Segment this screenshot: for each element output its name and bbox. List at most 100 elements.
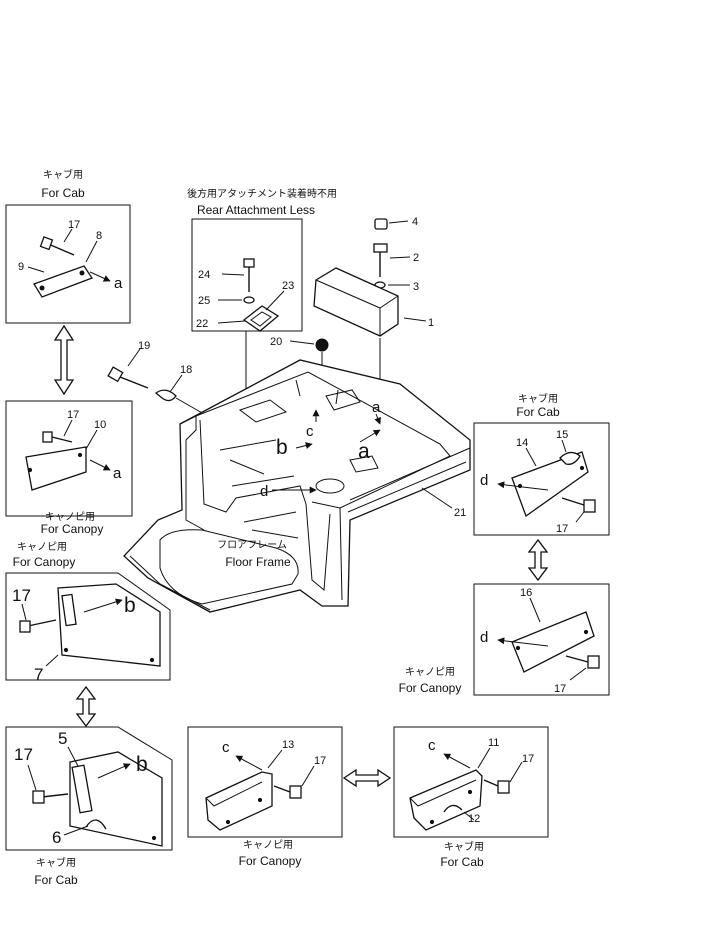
bolt-head [289,785,302,799]
part-number: 1 [428,317,434,329]
caption-jp: キャブ用 [43,168,83,181]
bolt-head [583,499,596,513]
part-number: 13 [282,739,294,751]
part-number: 16 [520,587,532,599]
cover-plate [25,446,87,491]
panel-frame [5,204,131,324]
caption-jp: キャノピ用 [17,541,67,553]
panel-frame [473,422,610,536]
ref-letter: d [480,472,488,489]
caption-jp: キャブ用 [444,840,484,853]
caption-jp: キャノピ用 [243,839,293,851]
part-number: 23 [282,280,294,292]
part-number: 5 [58,729,67,748]
part-number: 21 [454,507,466,519]
panel-cab-bottom-right: c 11 17 12 キャブ用 For Cab [393,726,549,869]
ref-letter: b [276,436,288,459]
panel-frame [473,583,610,696]
cover-plate [57,583,161,667]
part-number: 2 [413,252,419,264]
caption-en: For Cab [440,855,484,869]
ref-letter: a [113,465,122,482]
part-number: 4 [412,216,418,228]
ref-letter: d [260,483,268,500]
part-number: 9 [18,261,24,273]
part-number: 17 [68,219,80,231]
bolt-head [497,780,510,794]
swap-arrow-bottom [342,768,392,788]
caption-en: Floor Frame [225,555,291,569]
panel-cab-bottom-left: 17 5 b 6 キャブ用 For Cab [5,726,173,887]
cover-plate [205,771,273,831]
cover-plate [511,611,595,673]
ref-letter: c [222,739,230,756]
part-number: 19 [138,340,150,352]
swap-arrow-left-top [53,324,75,396]
ref-letter: d [480,629,488,646]
panel-canopy-right: 16 d 17 キャノピ用 For Canopy [399,583,610,696]
caption-jp: キャブ用 [518,392,558,405]
bolt-head [587,655,600,669]
part-number: 11 [488,737,499,749]
ref-letter: c [428,737,436,754]
caption-en: For Canopy [399,681,462,695]
panel-frame [5,400,133,517]
panel-frame [5,572,171,681]
part-number: 25 [198,295,210,307]
panel-canopy-mid-left: 17 10 a キャノピ用 For Canopy [5,400,133,536]
part-number: 17 [522,753,534,765]
ref-letter: a [114,275,123,292]
panel-frame [187,726,343,838]
part-number: 3 [413,281,419,293]
part-number: 10 [94,419,106,431]
part-number: 8 [96,230,102,242]
ref-letter: b [136,753,148,776]
ref-letter: c [306,423,314,440]
caption-en: For Cab [41,186,85,200]
part-number: 18 [180,364,192,376]
part-number: 20 [270,336,282,348]
part-number: 24 [198,269,210,281]
cover-plate [33,265,93,298]
caption-en: For Cab [516,405,560,419]
panel-frame [191,218,303,332]
panel-cab-right: キャブ用 For Cab 14 15 d 17 [473,392,610,536]
bolt-head [32,790,45,804]
floor-frame: c b a d a 21 フロアフレーム Floor Frame [123,359,471,613]
caption-en: For Canopy [239,854,302,868]
ref-letter: a [372,399,381,416]
swap-arrow-left-bottom [75,685,97,728]
bolt-head [42,431,53,443]
part-number: 6 [52,828,61,847]
caption-en: For Cab [34,873,78,887]
bolt-head [39,236,54,251]
part-number: 17 [314,755,326,767]
ref-letter: b [124,594,136,617]
panel-frame [5,726,173,851]
part-number: 17 [556,523,568,535]
swap-arrow-right [527,538,549,582]
panel-canopy-bottom-mid: c 13 17 キャノピ用 For Canopy [187,726,343,868]
part-number: 12 [468,813,480,825]
part-number: 22 [196,318,208,330]
part-number: 17 [554,683,566,695]
panel-frame [393,726,549,838]
bolt-head [19,620,31,633]
caption-en: For Canopy [13,555,76,569]
caption-jp: キャノピ用 [45,511,95,523]
panel-cab-top-left: キャブ用 For Cab 17 8 9 a [5,168,131,324]
caption-jp: 後方用アタッチメント装着時不用 [187,187,337,200]
part-number: 17 [14,745,33,764]
part-number: 17 [12,586,31,605]
ref-letter: a [358,440,370,463]
part-number: 17 [67,409,79,421]
caption-en: Rear Attachment Less [197,203,315,217]
part-number: 15 [556,429,568,441]
part-number: 7 [34,665,43,684]
panel-canopy-left: キャノピ用 For Canopy 17 b 7 [5,541,171,684]
cover-plate [511,451,589,518]
caption-jp: キャノピ用 [405,666,455,678]
caption-jp: フロアフレーム [217,539,287,551]
part-number: 14 [516,437,528,449]
